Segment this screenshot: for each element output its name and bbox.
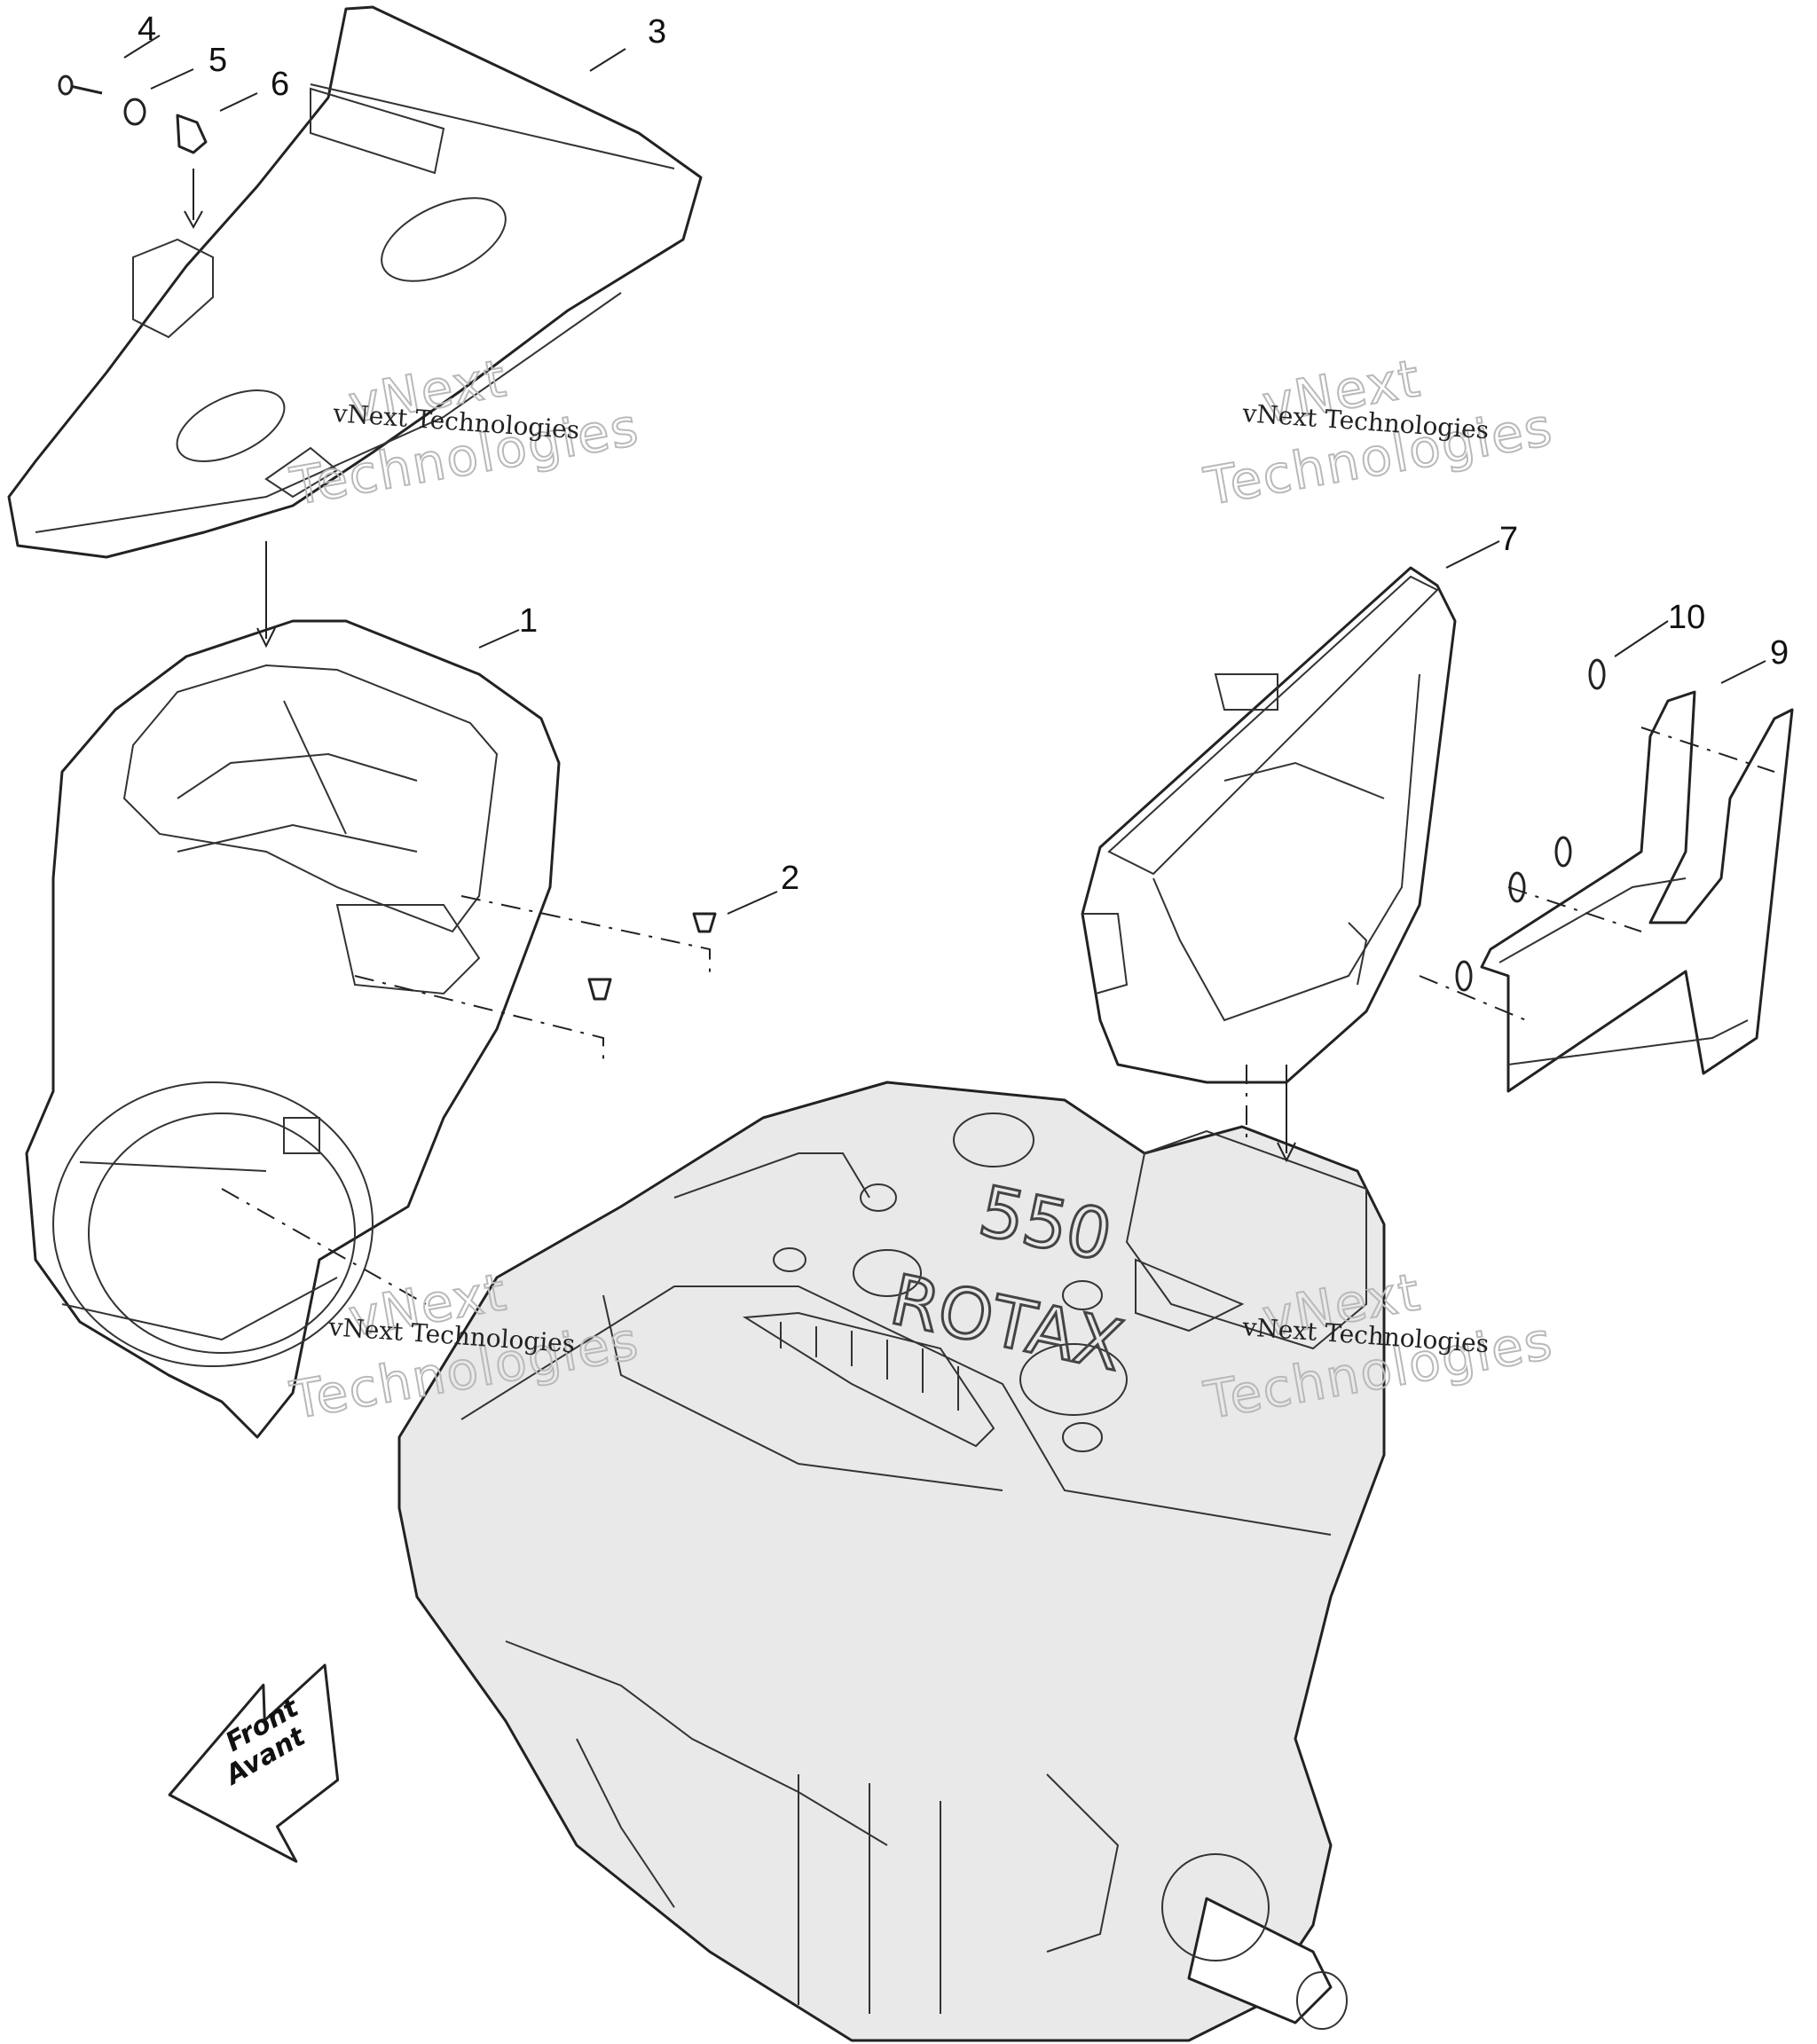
callout-labels: 1 2 3 4 5 6 7 9 10: [138, 11, 1789, 897]
assembly-lines: [184, 169, 1775, 1305]
screw-2-a: [692, 912, 717, 933]
screw-2-b: [587, 978, 612, 1001]
callout-2: 2: [781, 860, 799, 897]
clip-10-a: [1588, 658, 1606, 690]
clip-10-b: [1554, 836, 1572, 868]
callout-4: 4: [138, 11, 156, 48]
callout-7: 7: [1499, 521, 1518, 558]
washer-5: [123, 98, 146, 126]
callout-3: 3: [648, 13, 666, 51]
clip-10-c: [1508, 871, 1526, 903]
part-9-deflector: [1480, 690, 1794, 1093]
nut-6: [176, 114, 208, 154]
callout-leaders: [123, 35, 1766, 915]
callout-5: 5: [208, 42, 227, 79]
callout-10: 10: [1668, 599, 1705, 636]
callout-1: 1: [519, 602, 538, 640]
callout-6: 6: [271, 66, 289, 103]
engine-block: 550 ROTAX: [397, 1081, 1386, 2042]
part-7-intake-duct: [1081, 566, 1457, 1084]
part-1-fan-housing: [25, 619, 561, 1439]
callout-9: 9: [1770, 634, 1789, 672]
clip-10-d: [1455, 960, 1473, 992]
part-3-upper-cowl: [7, 5, 703, 559]
front-direction-arrow: Front Avant: [168, 1663, 340, 1863]
screw-4-head: [58, 75, 74, 96]
hardware-items: [58, 75, 1606, 1001]
